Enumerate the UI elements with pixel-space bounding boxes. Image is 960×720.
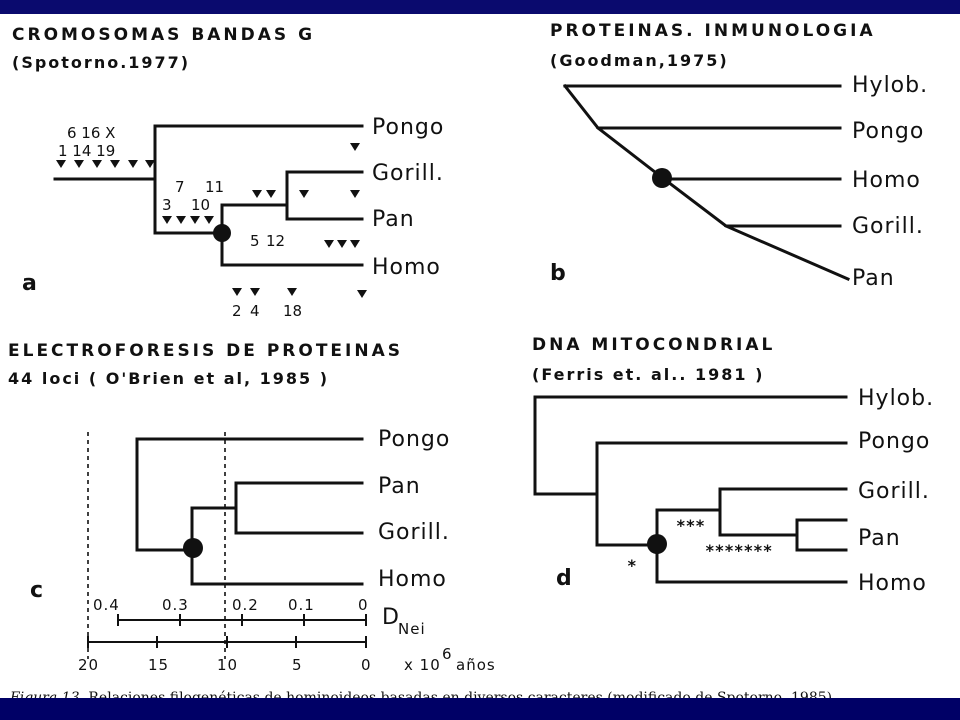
- panel-a-marker-4: 4: [250, 302, 260, 320]
- panel-c-years-tick: 20: [78, 656, 99, 674]
- panel-b-taxon-pongo: Pongo: [852, 119, 924, 144]
- panel-c-nei-label: D: [382, 605, 400, 630]
- panel-c-nei-tick: 0.1: [288, 596, 315, 614]
- panel-d-taxon-gorilla: Gorill.: [858, 479, 930, 504]
- top-border: [0, 0, 960, 14]
- bottom-border: [0, 698, 960, 720]
- panel-b-node-marker: [652, 168, 672, 188]
- phylogeny-figure: CROMOSOMAS BANDAS G (Spotorno.1977) 6 16…: [8, 21, 934, 674]
- panel-d-taxon-homo: Homo: [858, 571, 927, 596]
- panel-b-title: PROTEINAS. INMUNOLOGIA: [550, 21, 876, 41]
- panel-a-marker-11: 11: [205, 178, 224, 196]
- panel-b-subtitle: (Goodman,1975): [550, 51, 729, 70]
- panel-a-subtitle: (Spotorno.1977): [12, 53, 190, 72]
- panel-c-years-exponent: 6: [442, 645, 452, 663]
- panel-c-node-marker: [183, 538, 203, 558]
- panel-a-marker-10: 10: [191, 196, 210, 214]
- panel-d-stars-african-apes: ***: [676, 516, 705, 535]
- panel-b: PROTEINAS. INMUNOLOGIA (Goodman,1975) Hy…: [550, 21, 928, 291]
- panel-d: DNA MITOCONDRIAL (Ferris et. al.. 1981 )…: [532, 335, 934, 596]
- panel-a-markers-bottom: 1 14 19: [58, 142, 115, 160]
- panel-d-letter: d: [556, 566, 572, 591]
- panel-a-taxon-homo: Homo: [372, 255, 441, 280]
- panel-b-letter: b: [550, 261, 566, 286]
- panel-d-taxon-pan: Pan: [858, 526, 901, 551]
- panel-a-letter: a: [22, 271, 37, 296]
- panel-d-node-marker: [647, 534, 667, 554]
- panel-a: CROMOSOMAS BANDAS G (Spotorno.1977) 6 16…: [12, 25, 444, 320]
- panel-b-taxon-homo: Homo: [852, 168, 921, 193]
- panel-c-years-tick: 15: [148, 656, 169, 674]
- panel-c-title: ELECTROFORESIS DE PROTEINAS: [8, 341, 403, 361]
- panel-b-taxon-pan: Pan: [852, 266, 895, 291]
- panel-a-marker-18: 18: [283, 302, 302, 320]
- panel-d-taxon-hylobates: Hylob.: [858, 386, 934, 411]
- panel-c-nei-subscript: Nei: [398, 620, 426, 638]
- panel-c-taxon-pongo: Pongo: [378, 427, 450, 452]
- panel-a-title: CROMOSOMAS BANDAS G: [12, 25, 315, 45]
- panel-b-tree: [562, 83, 850, 281]
- panel-c-years-tick: 10: [217, 656, 238, 674]
- panel-c-years-tick: 0: [361, 656, 372, 674]
- panel-a-marker-12: 12: [266, 232, 285, 250]
- panel-a-markers-top: 6 16 X: [67, 124, 115, 142]
- panel-c-letter: c: [30, 578, 43, 603]
- panel-b-taxon-hylobates: Hylob.: [852, 73, 928, 98]
- panel-d-star-hominid: *: [627, 556, 637, 575]
- figure-panel: CROMOSOMAS BANDAS G (Spotorno.1977) 6 16…: [0, 14, 960, 706]
- panel-b-taxon-gorilla: Gorill.: [852, 214, 924, 239]
- panel-a-marker-3: 3: [162, 196, 172, 214]
- panel-a-taxon-pan: Pan: [372, 207, 415, 232]
- panel-c-taxon-pan: Pan: [378, 474, 421, 499]
- panel-d-title: DNA MITOCONDRIAL: [532, 335, 775, 355]
- panel-a-marker-2: 2: [232, 302, 242, 320]
- panel-c-nei-tick: 0.4: [93, 596, 120, 614]
- panel-c-nei-tick: 0: [358, 596, 369, 614]
- panel-a-marker-7: 7: [175, 178, 185, 196]
- panel-c-years-axis: [87, 636, 367, 648]
- panel-c-nei-tick: 0.2: [232, 596, 259, 614]
- panel-c-years-unit: años: [456, 656, 496, 674]
- panel-a-marker-5: 5: [250, 232, 260, 250]
- panel-c: ELECTROFORESIS DE PROTEINAS 44 loci ( O'…: [8, 341, 496, 674]
- panel-c-years-label: x 10: [404, 656, 441, 674]
- panel-a-taxon-pongo: Pongo: [372, 115, 444, 140]
- panel-a-node-marker: [213, 224, 231, 242]
- panel-c-subtitle: 44 loci ( O'Brien et al, 1985 ): [8, 369, 329, 388]
- panel-a-mid-triangles: [162, 143, 367, 298]
- panel-a-taxon-gorilla: Gorill.: [372, 161, 444, 186]
- panel-d-stars-pan: *******: [705, 541, 772, 560]
- panel-c-taxon-homo: Homo: [378, 567, 447, 592]
- panel-c-taxon-gorilla: Gorill.: [378, 520, 450, 545]
- panel-c-tree: [135, 437, 364, 586]
- panel-a-base-triangles: [56, 160, 155, 168]
- panel-c-nei-tick: 0.3: [162, 596, 189, 614]
- panel-c-years-tick: 5: [292, 656, 303, 674]
- panel-c-nei-axis: [117, 614, 367, 626]
- panel-d-taxon-pongo: Pongo: [858, 429, 930, 454]
- panel-d-tree: [533, 395, 848, 584]
- panel-d-subtitle: (Ferris et. al.. 1981 ): [532, 365, 764, 384]
